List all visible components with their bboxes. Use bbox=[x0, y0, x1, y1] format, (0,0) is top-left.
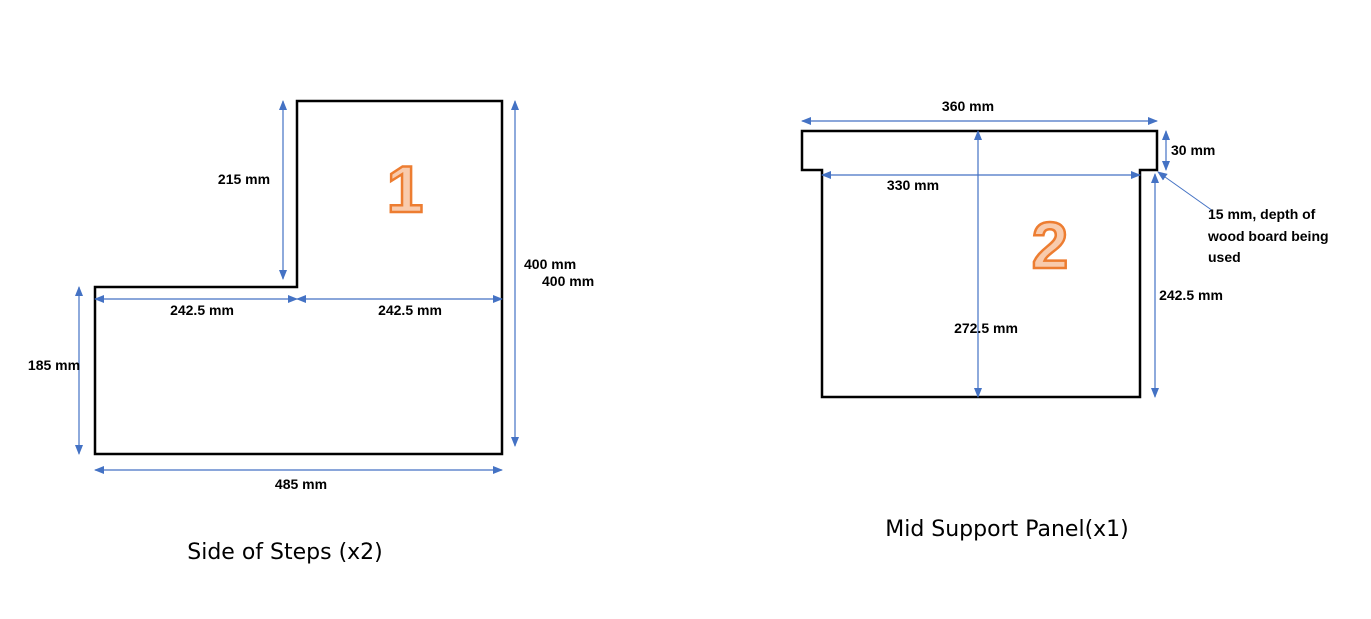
dim-label-330: 330 mm bbox=[887, 177, 939, 193]
dim-label-185: 185 mm bbox=[28, 357, 80, 373]
panel-2-caption: Mid Support Panel(x1) bbox=[885, 517, 1129, 542]
dim-label-242-left: 242.5 mm bbox=[170, 302, 234, 318]
panel-2-mid-support: 2 360 mm 30 mm 330 mm 272.5 mm 242.5 mm … bbox=[800, 98, 1329, 542]
dim-label-242-right: 242.5 mm bbox=[378, 302, 442, 318]
dim-label-360: 360 mm bbox=[942, 98, 994, 114]
panel-1-caption: Side of Steps (x2) bbox=[187, 540, 383, 565]
depth-leader-line bbox=[1157, 171, 1214, 212]
panel-1-number: 1 bbox=[387, 152, 424, 226]
panel-2-outline bbox=[800, 129, 1159, 399]
dim-label-242-side: 242.5 mm bbox=[1159, 287, 1223, 303]
dim-label-215: 215 mm bbox=[218, 171, 270, 187]
dim-label-30: 30 mm bbox=[1171, 142, 1215, 158]
panel-2-number: 2 bbox=[1032, 208, 1069, 282]
dim-label-400-a: 400 mm bbox=[524, 256, 576, 272]
dim-label-485: 485 mm bbox=[275, 476, 327, 492]
panel-1-side-of-steps: 1 215 mm 400 mm 400 mm 242.5 mm 242.5 mm… bbox=[28, 99, 594, 565]
dim-label-400-b: 400 mm bbox=[542, 273, 594, 289]
depth-note-line-2: wood board being bbox=[1207, 228, 1329, 244]
depth-note-line-1: 15 mm, depth of bbox=[1208, 206, 1316, 222]
panel-1-outline bbox=[93, 99, 504, 456]
dim-label-272: 272.5 mm bbox=[954, 320, 1018, 336]
depth-note-line-3: used bbox=[1208, 249, 1241, 265]
